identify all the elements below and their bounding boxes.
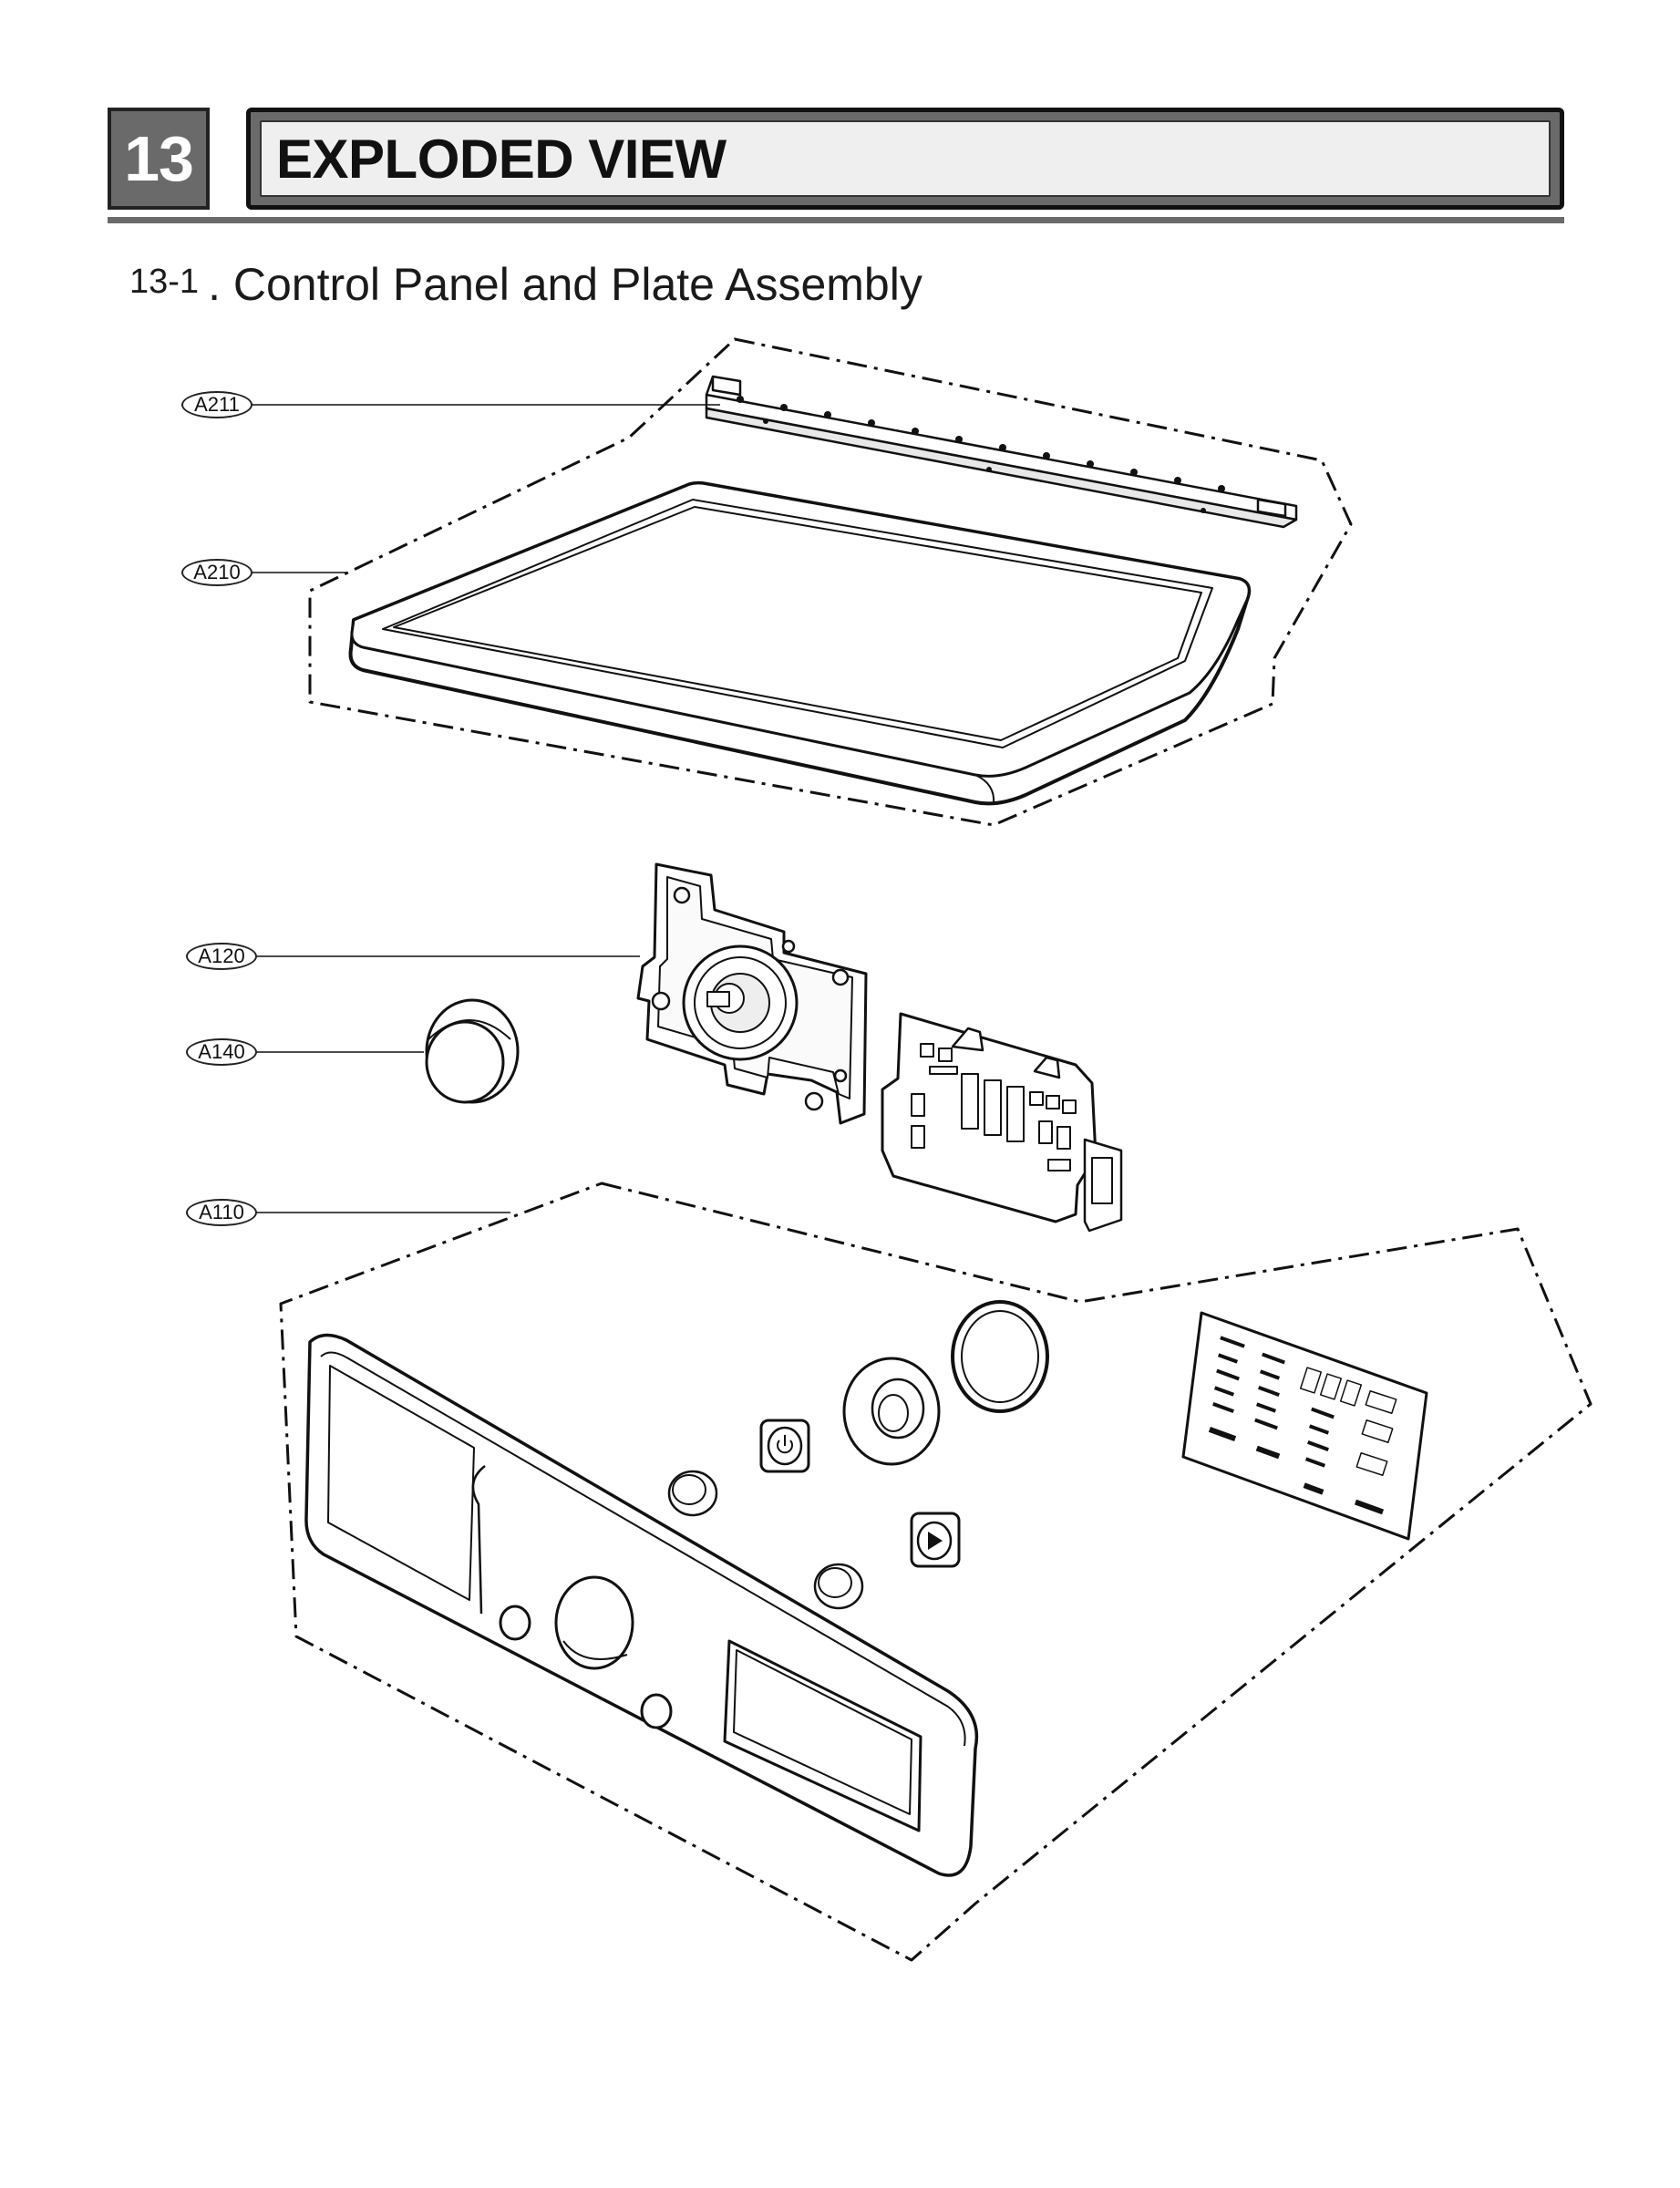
a140-knob bbox=[425, 998, 520, 1104]
pcb-display-board bbox=[881, 1012, 1123, 1233]
section-title-box: EXPLODED VIEW bbox=[246, 108, 1564, 210]
a120-control-frame bbox=[636, 862, 868, 1125]
callout-a140: A140 bbox=[186, 1038, 257, 1066]
power-button bbox=[759, 1419, 810, 1473]
top-group-boundary bbox=[308, 337, 1353, 827]
header-rule bbox=[108, 217, 1564, 223]
callout-a211: A211 bbox=[181, 391, 253, 418]
section-number: 13 bbox=[108, 108, 210, 210]
knob-ring-back bbox=[951, 1300, 1049, 1413]
subsection-number: 13-1 bbox=[129, 263, 200, 301]
callout-a120: A120 bbox=[186, 943, 257, 970]
a210-top-plate bbox=[348, 480, 1252, 806]
knob-ring-large bbox=[842, 1357, 941, 1466]
control-decal bbox=[1181, 1311, 1428, 1541]
subsection-heading: 13-1. Control Panel and Plate Assembly bbox=[129, 258, 922, 311]
callout-a210: A210 bbox=[181, 559, 253, 586]
callout-a110: A110 bbox=[186, 1199, 257, 1226]
subsection-title: . Control Panel and Plate Assembly bbox=[208, 259, 922, 310]
bottom-group-boundary bbox=[279, 1182, 1592, 1962]
section-title: EXPLODED VIEW bbox=[260, 120, 1551, 197]
a211-bracket-rail bbox=[705, 375, 1298, 529]
start-button bbox=[910, 1512, 961, 1568]
button-ring-small-left bbox=[667, 1470, 718, 1517]
callout-leaders bbox=[252, 404, 720, 1213]
a110-control-panel bbox=[304, 1333, 979, 1877]
button-ring-small-lower bbox=[813, 1563, 864, 1610]
